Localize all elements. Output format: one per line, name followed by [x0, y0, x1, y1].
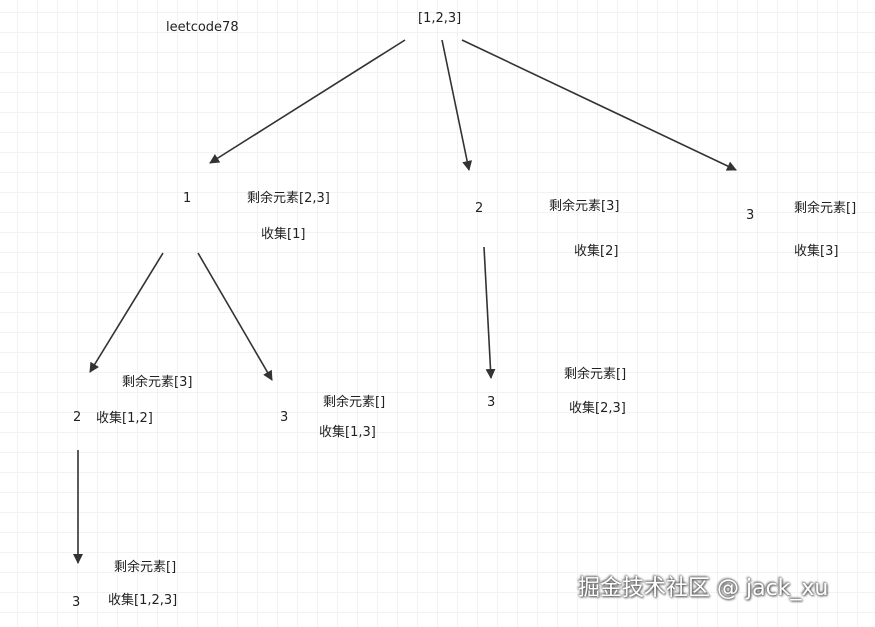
- node-13-collected: 收集[1,3]: [319, 425, 376, 440]
- node-1-label: 1: [183, 191, 192, 206]
- watermark-text: 掘金技术社区 @ jack_xu: [578, 576, 829, 601]
- edge-root-to-3: [461, 39, 737, 171]
- node-23-collected: 收集[2,3]: [569, 401, 626, 416]
- node-123-remaining: 剩余元素[]: [114, 560, 177, 575]
- node-123-collected: 收集[1,2,3]: [108, 593, 178, 608]
- node-123-label: 3: [72, 595, 81, 610]
- node-23-label: 3: [487, 395, 496, 410]
- node-23-remaining: 剩余元素[]: [564, 367, 627, 382]
- diagram-title: leetcode78: [166, 20, 239, 35]
- edge-root-to-1: [209, 39, 406, 164]
- node-13-label: 3: [280, 410, 289, 425]
- node-12-collected: 收集[1,2]: [96, 411, 153, 426]
- node-12-remaining: 剩余元素[3]: [122, 375, 193, 390]
- edge-root-to-2: [441, 39, 473, 171]
- node-2-remaining: 剩余元素[3]: [549, 199, 620, 214]
- node-13-remaining: 剩余元素[]: [323, 395, 386, 410]
- node-2-label: 2: [475, 201, 484, 216]
- node-1-remaining: 剩余元素[2,3]: [247, 191, 330, 206]
- root-node-label: [1,2,3]: [418, 11, 462, 26]
- node-3-remaining: 剩余元素[]: [794, 201, 857, 216]
- node-3-label: 3: [746, 208, 755, 223]
- edge-2-to-23: [483, 246, 496, 379]
- edge-1-to-13: [197, 252, 273, 381]
- node-3-collected: 收集[3]: [794, 244, 839, 259]
- node-12-label: 2: [73, 410, 82, 425]
- node-1-collected: 收集[1]: [261, 227, 306, 242]
- edge-1-to-12: [89, 252, 164, 373]
- node-2-collected: 收集[2]: [574, 244, 619, 259]
